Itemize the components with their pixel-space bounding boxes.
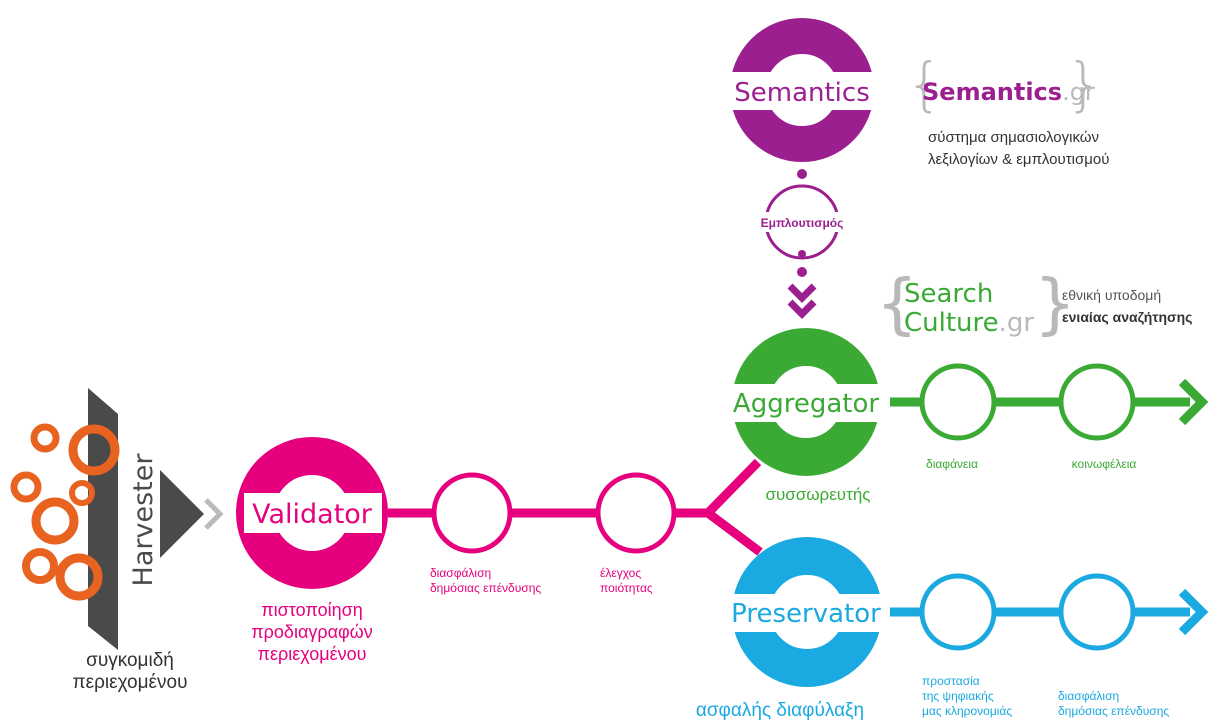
preservator-label-box <box>722 594 890 632</box>
preservator-node2-label-1: διασφάλιση <box>1058 689 1119 703</box>
preservator-node-investment <box>1058 573 1136 651</box>
validator-label-box <box>244 493 382 533</box>
aggregator-arrow <box>1178 378 1209 426</box>
content-ring-7 <box>55 553 103 601</box>
preservator-group: Preservator ασφαλής διαφύλαξη προστασία … <box>696 537 1209 721</box>
preservator-label: Preservator <box>731 599 881 629</box>
aggregator-group: Aggregator συσσωρευτής διαφάνεια κοινωφέ… <box>726 265 1209 504</box>
preservator-node1-label-2: της ψηφιακής <box>922 689 994 703</box>
semantics-brand-main: Semantics <box>922 78 1062 106</box>
preservator-arrow <box>1178 588 1209 636</box>
validator-node2-label-2: ποιότητας <box>600 581 653 595</box>
harvester-caption-1: συγκομιδή <box>86 650 174 671</box>
searchculture-desc-1: εθνική υποδομή <box>1062 287 1161 303</box>
aggregator-label: Aggregator <box>733 389 879 419</box>
searchculture-desc-2: ενιαίας αναζήτησης <box>1062 309 1192 325</box>
harvester-chevron <box>204 498 224 530</box>
semantics-chevron-2 <box>787 299 817 319</box>
validator-node1-label-2: δημόσιας επένδυσης <box>430 581 541 595</box>
harvester-funnel <box>160 470 204 558</box>
semantics-group: Semantics Εμπλουτισμός { Semantics.gr } … <box>728 18 1109 319</box>
content-ring-6 <box>22 548 58 584</box>
semantics-desc-2: λεξιλογίων & εμπλουτισμού <box>928 151 1109 168</box>
aggregator-node-public-benefit <box>1058 363 1136 441</box>
content-ring-4 <box>69 480 95 506</box>
enrichment-label: Εμπλουτισμός <box>761 216 844 230</box>
harvester-caption-2: περιεχομένου <box>73 672 188 693</box>
harvester-group: Harvester συγκομιδή περιεχομένου <box>10 388 224 693</box>
semantics-desc-1: σύστημα σημασιολογικών <box>928 129 1099 146</box>
validator-label: Validator <box>252 499 373 530</box>
semantics-chevron-1 <box>787 283 817 303</box>
searchculture-brand-suffix: .gr <box>999 308 1035 338</box>
aggregator-node-transparency <box>919 363 997 441</box>
preservator-node2-label-2: δημόσιας επένδυσης <box>1058 704 1169 718</box>
content-ring-2 <box>30 423 60 453</box>
validator-node1-label-1: διασφάλιση <box>430 566 491 580</box>
searchculture-brand-1: Search <box>904 279 993 309</box>
preservator-node1-label-3: μας κληρονομιάς <box>922 704 1012 718</box>
preservator-node-protection <box>919 573 997 651</box>
validator-caption-3: περιεχομένου <box>258 644 367 664</box>
aggregator-caption: συσσωρευτής <box>766 485 871 504</box>
aggregator-label-box <box>726 384 886 422</box>
semantics-label: Semantics <box>734 78 870 108</box>
harvester-label: Harvester <box>128 453 159 587</box>
validator-node-quality <box>595 472 677 554</box>
validator-group: Validator πιστοποίηση προδιαγραφών περιε… <box>236 437 763 664</box>
aggregator-node1-label: διαφάνεια <box>926 457 978 471</box>
searchculture-brace-right: } <box>1034 265 1076 342</box>
searchculture-brand-2: Culture.gr <box>904 308 1034 338</box>
content-ring-5 <box>31 497 79 545</box>
semantics-dot-1 <box>797 169 807 179</box>
semantics-brand-suffix: .gr <box>1062 78 1095 106</box>
content-ring-1 <box>10 471 42 503</box>
semantics-brace-left: { <box>906 50 943 118</box>
semantics-label-box <box>728 72 876 110</box>
branch-to-preservator <box>705 509 763 556</box>
validator-node2-label-1: έλεγχος <box>600 566 641 580</box>
semantics-brace-right: } <box>1066 50 1103 118</box>
semantics-brand: Semantics.gr <box>922 78 1095 106</box>
validator-caption-2: προδιαγραφών <box>251 622 372 642</box>
searchculture-brand-main: Culture <box>904 308 999 338</box>
validator-caption-1: πιστοποίηση <box>261 600 362 620</box>
validator-node-investment <box>431 472 513 554</box>
content-ring-3 <box>68 424 120 476</box>
aggregator-node2-label: κοινωφέλεια <box>1072 457 1137 471</box>
preservator-node1-label-1: προστασία <box>922 674 980 688</box>
semantics-dot-4 <box>797 267 807 277</box>
branch-to-aggregator <box>704 458 762 517</box>
semantics-dot-3 <box>798 250 806 258</box>
enrichment-label-box <box>748 212 856 232</box>
searchculture-brace-left: { <box>876 265 918 342</box>
preservator-caption: ασφαλής διαφύλαξη <box>696 700 864 721</box>
